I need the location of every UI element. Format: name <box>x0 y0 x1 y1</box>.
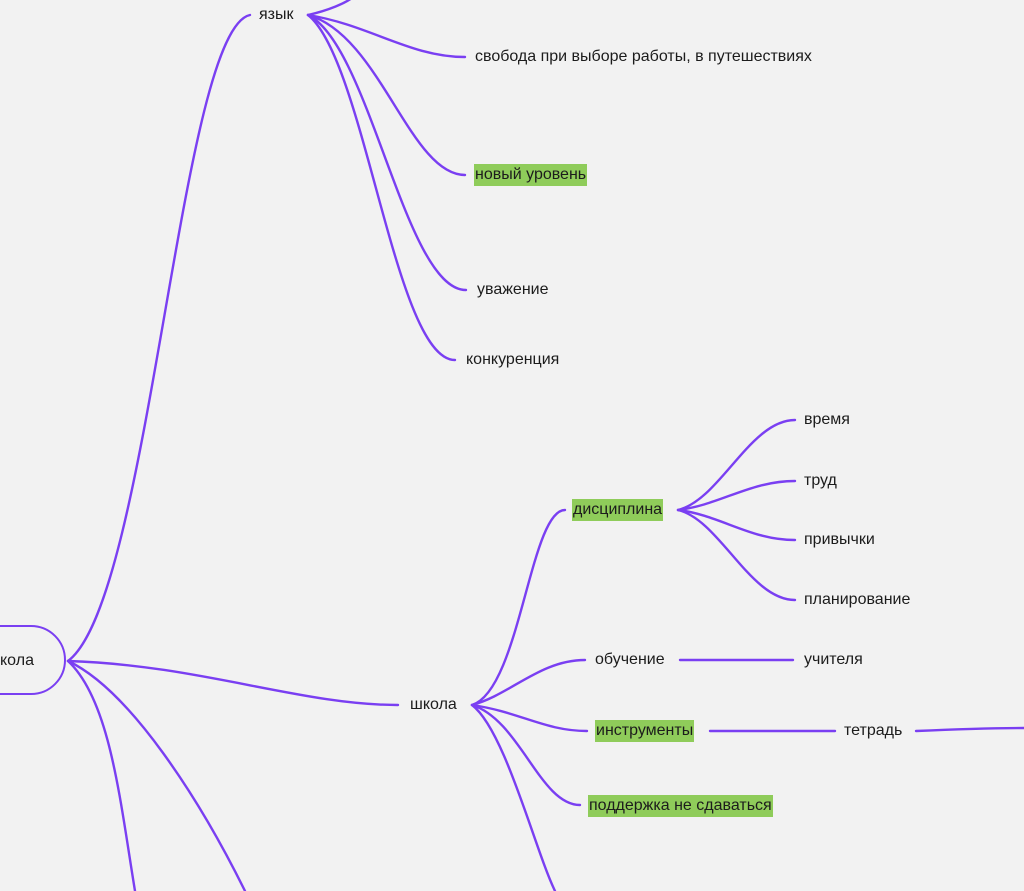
edge-shkola-distsiplina <box>470 508 567 707</box>
edge-root-yazyk <box>66 13 252 663</box>
node-tetrad[interactable]: тетрадь <box>844 722 903 739</box>
edge-shkola-podderzhka <box>470 703 582 807</box>
node-vremya[interactable]: время <box>804 411 850 428</box>
edge-yazyk-svoboda <box>306 13 467 59</box>
node-trud[interactable]: труд <box>804 472 837 489</box>
edge-shkola-instrumenty <box>470 703 589 733</box>
node-uvazhenie[interactable]: уважение <box>477 281 549 298</box>
edge-distsiplina-planirovanie <box>676 508 797 602</box>
node-shkola[interactable]: школа <box>410 696 457 713</box>
edge-distsiplina-trud <box>676 479 797 512</box>
node-instrumenty[interactable]: инструменты <box>595 720 695 742</box>
node-distsiplina[interactable]: дисциплина <box>572 499 664 521</box>
edge-yazyk-konkurentsiya <box>306 13 457 362</box>
root-node[interactable] <box>0 625 66 695</box>
node-planirovanie[interactable]: планирование <box>804 591 911 608</box>
node-svoboda[interactable]: свобода при выборе работы, в путешествия… <box>475 48 812 65</box>
edge-tetrad-offscreen <box>914 726 1024 733</box>
node-privychki[interactable]: привычки <box>804 531 875 548</box>
edge-root-offscreen-2 <box>66 659 247 891</box>
node-konkurentsiya[interactable]: конкуренция <box>466 351 560 368</box>
node-podderzhka[interactable]: поддержка не сдаваться <box>588 795 773 817</box>
edge-root-shkola <box>66 659 400 707</box>
edge-distsiplina-vremya <box>676 418 797 512</box>
edge-root-offscreen-1 <box>66 659 137 891</box>
edge-yazyk-offscreen <box>306 0 352 17</box>
edge-yazyk-noviy-uroven <box>306 13 467 177</box>
edge-distsiplina-privychki <box>676 508 797 542</box>
edge-shkola-obuchenie <box>470 658 587 707</box>
node-noviy-uroven[interactable]: новый уровень <box>474 164 588 186</box>
node-uchitelya[interactable]: учителя <box>804 651 863 668</box>
node-obuchenie[interactable]: обучение <box>595 651 665 668</box>
root-node-label: кола <box>0 652 34 669</box>
edge-yazyk-uvazhenie <box>306 13 468 292</box>
node-yazyk[interactable]: язык <box>259 6 294 23</box>
edge-shkola-offscreen <box>470 703 557 891</box>
